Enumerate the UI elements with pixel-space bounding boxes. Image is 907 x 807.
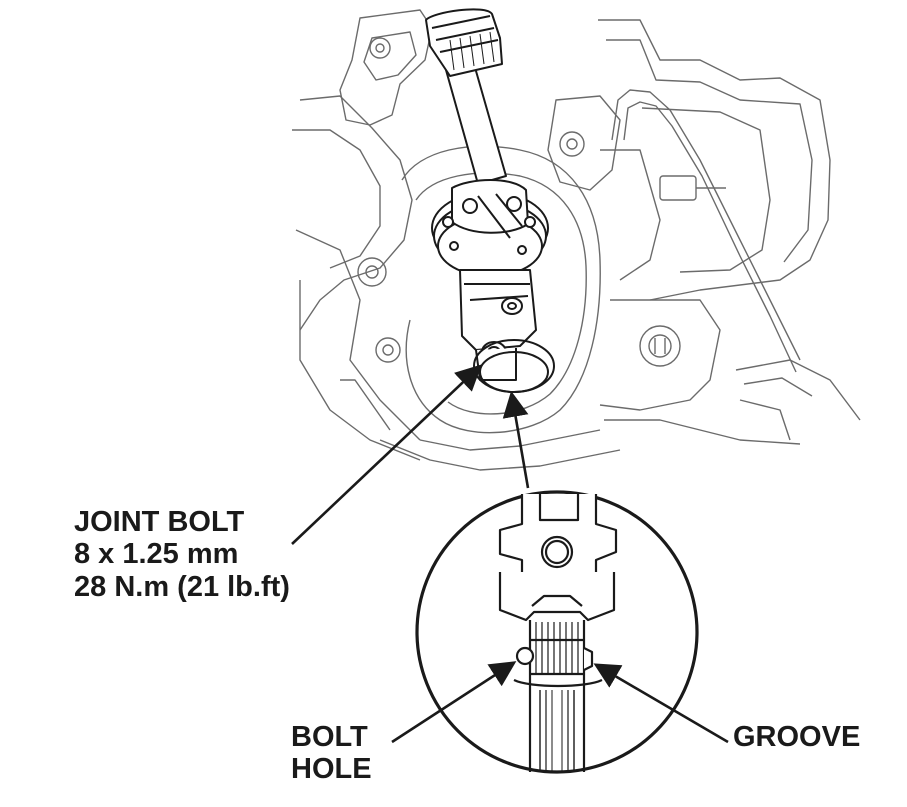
detail-pointer-arrow — [502, 390, 530, 489]
joint-bolt-leader — [291, 364, 482, 545]
groove-callout: GROOVE — [733, 721, 860, 753]
detail-circle — [415, 490, 699, 774]
bolt-hole-line1: BOLT — [291, 721, 368, 753]
groove-leader — [593, 663, 729, 744]
leader-arrows — [291, 364, 729, 744]
detail-view — [415, 490, 699, 774]
universal-joint — [431, 179, 555, 393]
groove-text: GROOVE — [733, 721, 861, 753]
steering-shaft — [425, 8, 507, 185]
engine-bay-outline — [292, 9, 861, 471]
joint-bolt-torque: 28 N.m (21 lb.ft) — [74, 570, 290, 603]
joint-bolt-size: 8 x 1.25 mm — [74, 538, 239, 571]
bolt-hole-line2: HOLE — [291, 753, 372, 786]
background-bolts — [357, 37, 681, 367]
joint-bolt-title: JOINT BOLT — [74, 506, 245, 538]
bolt-hole-callout: BOLT HOLE — [291, 721, 372, 786]
joint-bolt-callout: JOINT BOLT 8 x 1.25 mm 28 N.m (21 lb.ft) — [74, 506, 290, 603]
bolt-hole-leader — [391, 661, 517, 744]
bolt-hole-mark — [515, 646, 535, 666]
